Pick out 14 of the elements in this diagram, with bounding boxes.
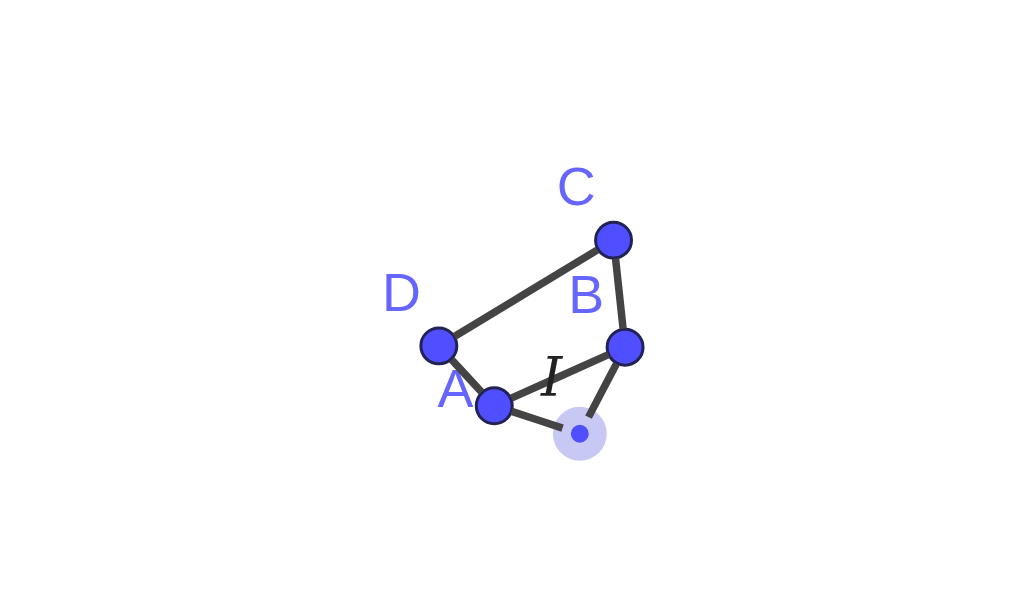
node-circle	[605, 327, 645, 367]
node-label: D	[381, 262, 421, 323]
node-label: B	[567, 263, 604, 324]
connector	[509, 407, 564, 432]
node-label: A	[436, 357, 473, 418]
node-circle	[418, 326, 458, 366]
connector	[611, 258, 627, 329]
node-label: C	[556, 156, 596, 217]
node-circle	[593, 220, 633, 260]
node-circle	[552, 406, 607, 461]
connector	[452, 246, 599, 340]
node-circle	[474, 386, 514, 426]
connector	[448, 357, 484, 395]
connector	[584, 362, 620, 419]
